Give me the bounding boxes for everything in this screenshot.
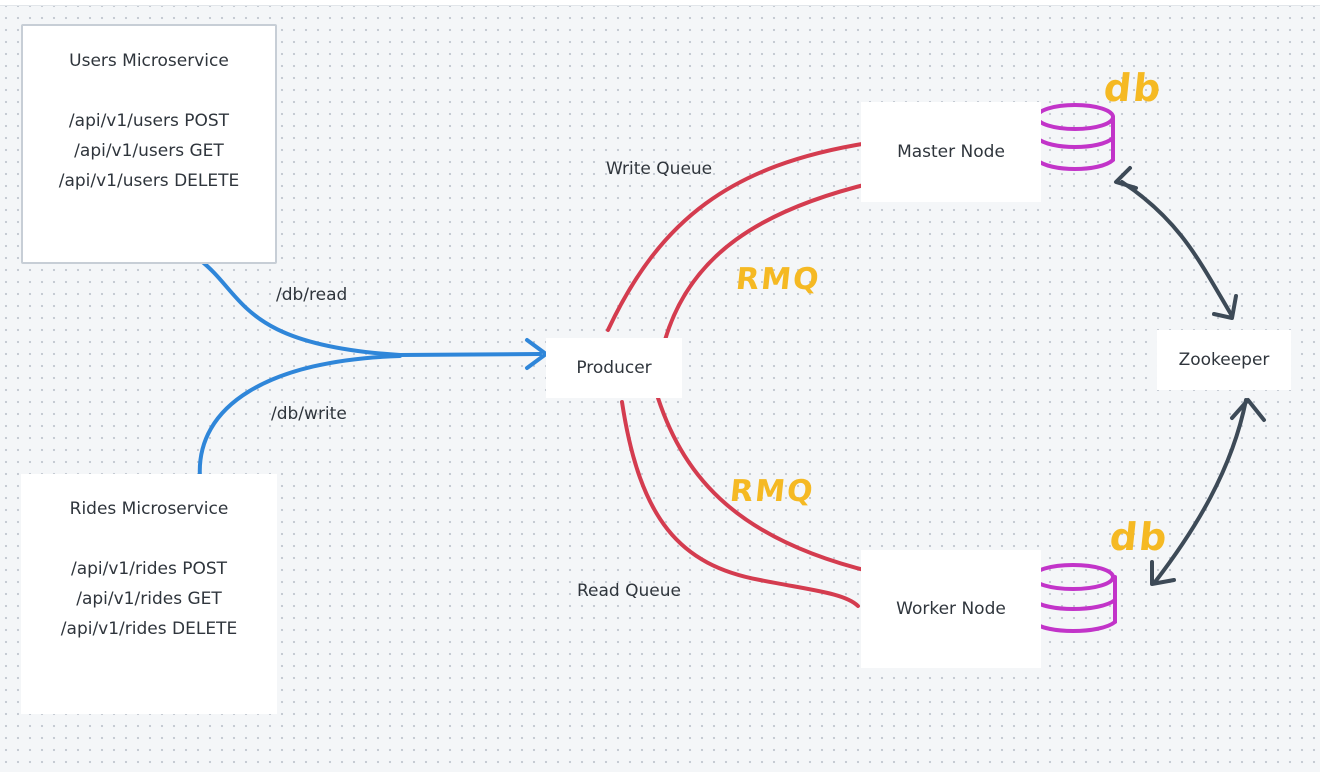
arrowhead-zookeeper-top	[1212, 294, 1238, 320]
users-microservice-title: Users Microservice	[69, 51, 229, 71]
rmq-annotation-top: RMQ	[734, 262, 823, 297]
read-queue-line-outer[interactable]	[620, 400, 860, 608]
zookeeper-node[interactable]: Zookeeper	[1157, 330, 1291, 390]
canvas-top-bar	[0, 0, 1320, 6]
arrowhead-zookeeper-bottom	[1230, 398, 1266, 422]
worker-node-label: Worker Node	[896, 599, 1006, 619]
db-read-label: /db/read	[276, 285, 348, 305]
producer-node[interactable]: Producer	[546, 338, 682, 398]
db-annotation-worker: db	[1107, 515, 1171, 559]
read-queue-label: Read Queue	[577, 581, 681, 601]
worker-zookeeper-connector[interactable]	[1153, 398, 1248, 584]
users-endpoint-post: /api/v1/users POST	[68, 111, 230, 131]
db-read-connector[interactable]	[198, 258, 542, 358]
master-node[interactable]: Master Node	[861, 102, 1041, 202]
rmq-annotation-bottom: RMQ	[728, 474, 817, 509]
users-endpoint-delete: /api/v1/users DELETE	[58, 171, 240, 191]
db-write-connector[interactable]	[197, 354, 402, 480]
rides-microservice-title: Rides Microservice	[69, 499, 229, 519]
worker-database-icon	[1031, 563, 1117, 633]
rides-endpoint-get: /api/v1/rides GET	[76, 589, 222, 609]
users-microservice-node[interactable]: Users Microservice /api/v1/users POST /a…	[21, 24, 277, 264]
rides-microservice-node[interactable]: Rides Microservice /api/v1/rides POST /a…	[21, 474, 277, 714]
worker-node[interactable]: Worker Node	[861, 550, 1041, 668]
write-queue-label: Write Queue	[606, 159, 713, 179]
master-node-label: Master Node	[897, 142, 1005, 162]
arrowhead-master	[1114, 166, 1138, 190]
users-endpoint-get: /api/v1/users GET	[74, 141, 224, 161]
write-queue-line-outer[interactable]	[606, 141, 870, 332]
rides-endpoint-delete: /api/v1/rides DELETE	[60, 619, 238, 639]
rides-endpoint-post: /api/v1/rides POST	[70, 559, 228, 579]
master-database-icon	[1035, 103, 1115, 171]
master-zookeeper-connector[interactable]	[1120, 180, 1234, 318]
db-write-label: /db/write	[271, 404, 347, 424]
read-queue-line-inner[interactable]	[656, 396, 874, 574]
db-annotation-master: db	[1101, 66, 1165, 110]
zookeeper-label: Zookeeper	[1178, 350, 1270, 370]
producer-label: Producer	[576, 358, 652, 378]
write-queue-line-inner[interactable]	[663, 181, 874, 342]
arrowhead-worker	[1150, 560, 1176, 586]
